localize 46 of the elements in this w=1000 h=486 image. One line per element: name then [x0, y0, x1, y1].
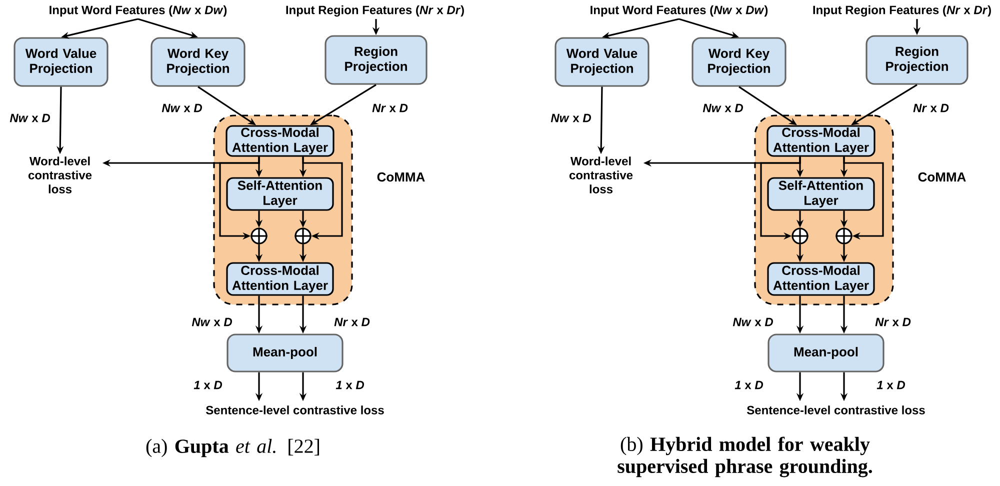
edge-label: Nw x D: [732, 318, 773, 326]
layer-box: Cross-Modal Attention Layer: [226, 262, 334, 296]
edge-label: Nr x D: [875, 318, 911, 326]
edge-label: Nw x D: [550, 114, 591, 122]
arrow: [843, 156, 884, 240]
input-label: Input Region Features (Nr x Dr): [286, 5, 464, 17]
plus-circle: [294, 226, 312, 246]
input-label: Sentence-level contrastive loss: [746, 406, 925, 414]
process-box: Region Projection: [866, 35, 968, 85]
process-box: Mean-pool: [226, 334, 344, 372]
input-label: Input Region Features (Nr x Dr): [813, 5, 991, 17]
edge-label: Nw x D: [192, 318, 232, 326]
caption: (a) Gupta et al. [22]: [146, 438, 319, 458]
plus-circle: [250, 226, 268, 246]
layer-box: Self-Attention Layer: [767, 177, 875, 211]
process-box: Word Value Projection: [554, 37, 650, 87]
edge-label: 1 x D: [734, 380, 764, 390]
edge-label: Nw x D: [10, 114, 50, 122]
plus-circle: [834, 226, 854, 246]
process-box: Word Key Projection: [150, 37, 246, 87]
process-box: Word Key Projection: [692, 37, 786, 87]
input-label: Input Word Features (Nw x Dw): [590, 5, 768, 17]
loss-label: Word-level contrastive loss: [569, 156, 633, 194]
layer-box: Cross-Modal Attention Layer: [767, 262, 875, 296]
layer-box: Self-Attention Layer: [226, 177, 334, 211]
edge-label: Nr x D: [372, 104, 408, 112]
process-box: Region Projection: [324, 35, 428, 85]
plus-circle: [790, 226, 810, 246]
layer-box: Cross-Modal Attention Layer: [766, 125, 876, 157]
edge-label: Nr x D: [913, 104, 949, 112]
input-label: Input Word Features (Nw x Dw): [50, 5, 227, 17]
edge-label: Nw x D: [702, 104, 743, 112]
node-label: CoMMA: [377, 172, 425, 182]
node-label: CoMMA: [918, 172, 966, 182]
loss-label: Word-level contrastive loss: [28, 156, 92, 194]
edge-label: 1 x D: [194, 380, 222, 390]
edge-label: Nr x D: [334, 318, 370, 326]
process-box: Mean-pool: [768, 334, 884, 372]
input-label: Sentence-level contrastive loss: [206, 406, 384, 414]
layer-box: Cross-Modal Attention Layer: [226, 125, 334, 157]
arrow: [302, 156, 343, 240]
edge-label: Nw x D: [162, 104, 202, 112]
edge-label: 1 x D: [876, 380, 906, 390]
edge-label: 1 x D: [336, 380, 364, 390]
process-box: Word Value Projection: [14, 37, 108, 87]
caption: (b) Hybrid model for weakly supervised phrase grounding.: [618, 436, 872, 478]
